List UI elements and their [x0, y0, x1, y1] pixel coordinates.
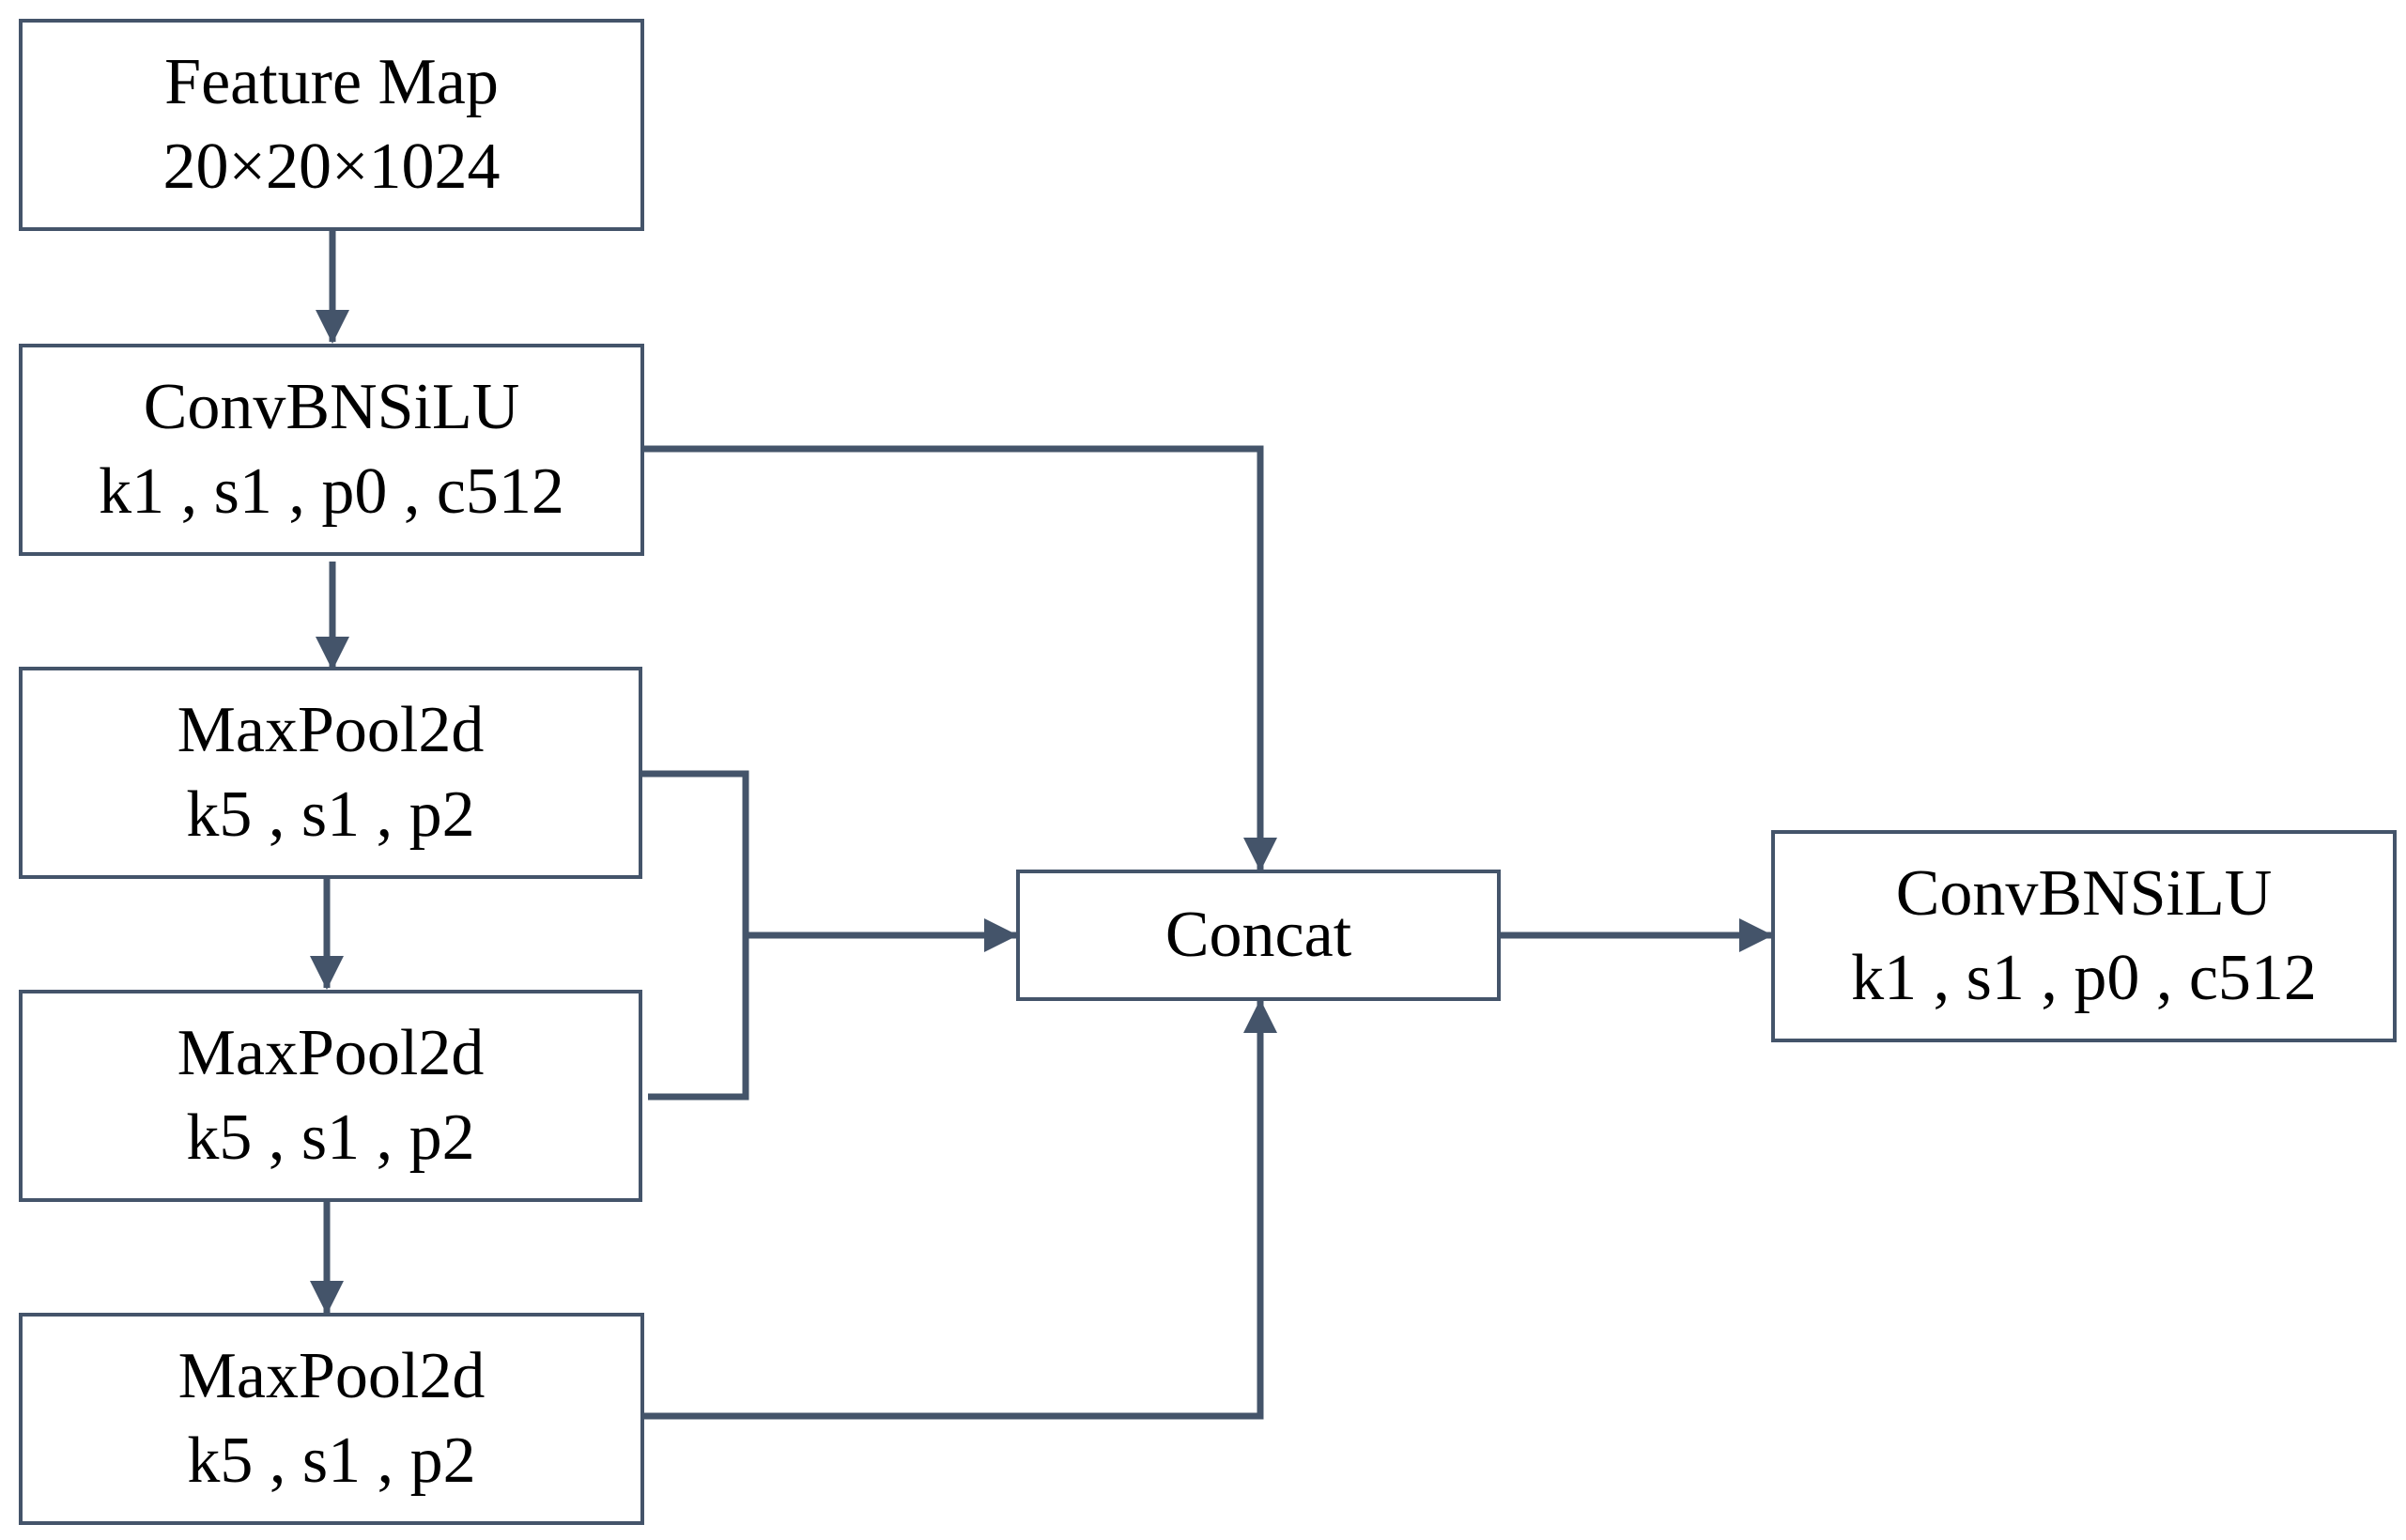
maxpool-3-params: k5 , s1 , p2: [187, 1424, 476, 1497]
maxpool-2-title: MaxPool2d: [177, 1017, 485, 1090]
maxpool-1-title: MaxPool2d: [177, 694, 485, 767]
maxpool-2-params: k5 , s1 , p2: [186, 1101, 475, 1174]
convbnsilu-output-node: ConvBNSiLU k1 , s1 , p0 , c512: [1771, 830, 2397, 1042]
feature-map-dims: 20×20×1024: [162, 131, 501, 203]
concat-node: Concat: [1016, 870, 1501, 1001]
connector-maxpool1-branch: [642, 770, 749, 1101]
feature-map-node: Feature Map 20×20×1024: [19, 19, 644, 231]
maxpool-node-3: MaxPool2d k5 , s1 , p2: [19, 1313, 644, 1525]
convbnsilu-input-params: k1 , s1 , p0 , c512: [99, 455, 564, 528]
maxpool-3-title: MaxPool2d: [177, 1340, 486, 1413]
maxpool-node-2: MaxPool2d k5 , s1 , p2: [19, 990, 642, 1202]
arrow-conv-to-concat: [644, 445, 1277, 871]
feature-map-title: Feature Map: [164, 46, 499, 119]
convbnsilu-input-title: ConvBNSiLU: [143, 371, 520, 444]
convbnsilu-output-params: k1 , s1 , p0 , c512: [1851, 942, 2317, 1014]
convbnsilu-input-node: ConvBNSiLU k1 , s1 , p0 , c512: [19, 344, 644, 556]
convbnsilu-output-title: ConvBNSiLU: [1895, 857, 2273, 931]
concat-label: Concat: [1164, 899, 1352, 972]
maxpool-1-params: k5 , s1 , p2: [186, 778, 475, 851]
arrow-maxpool3-to-concat: [644, 999, 1277, 1420]
maxpool-node-1: MaxPool2d k5 , s1 , p2: [19, 667, 642, 879]
